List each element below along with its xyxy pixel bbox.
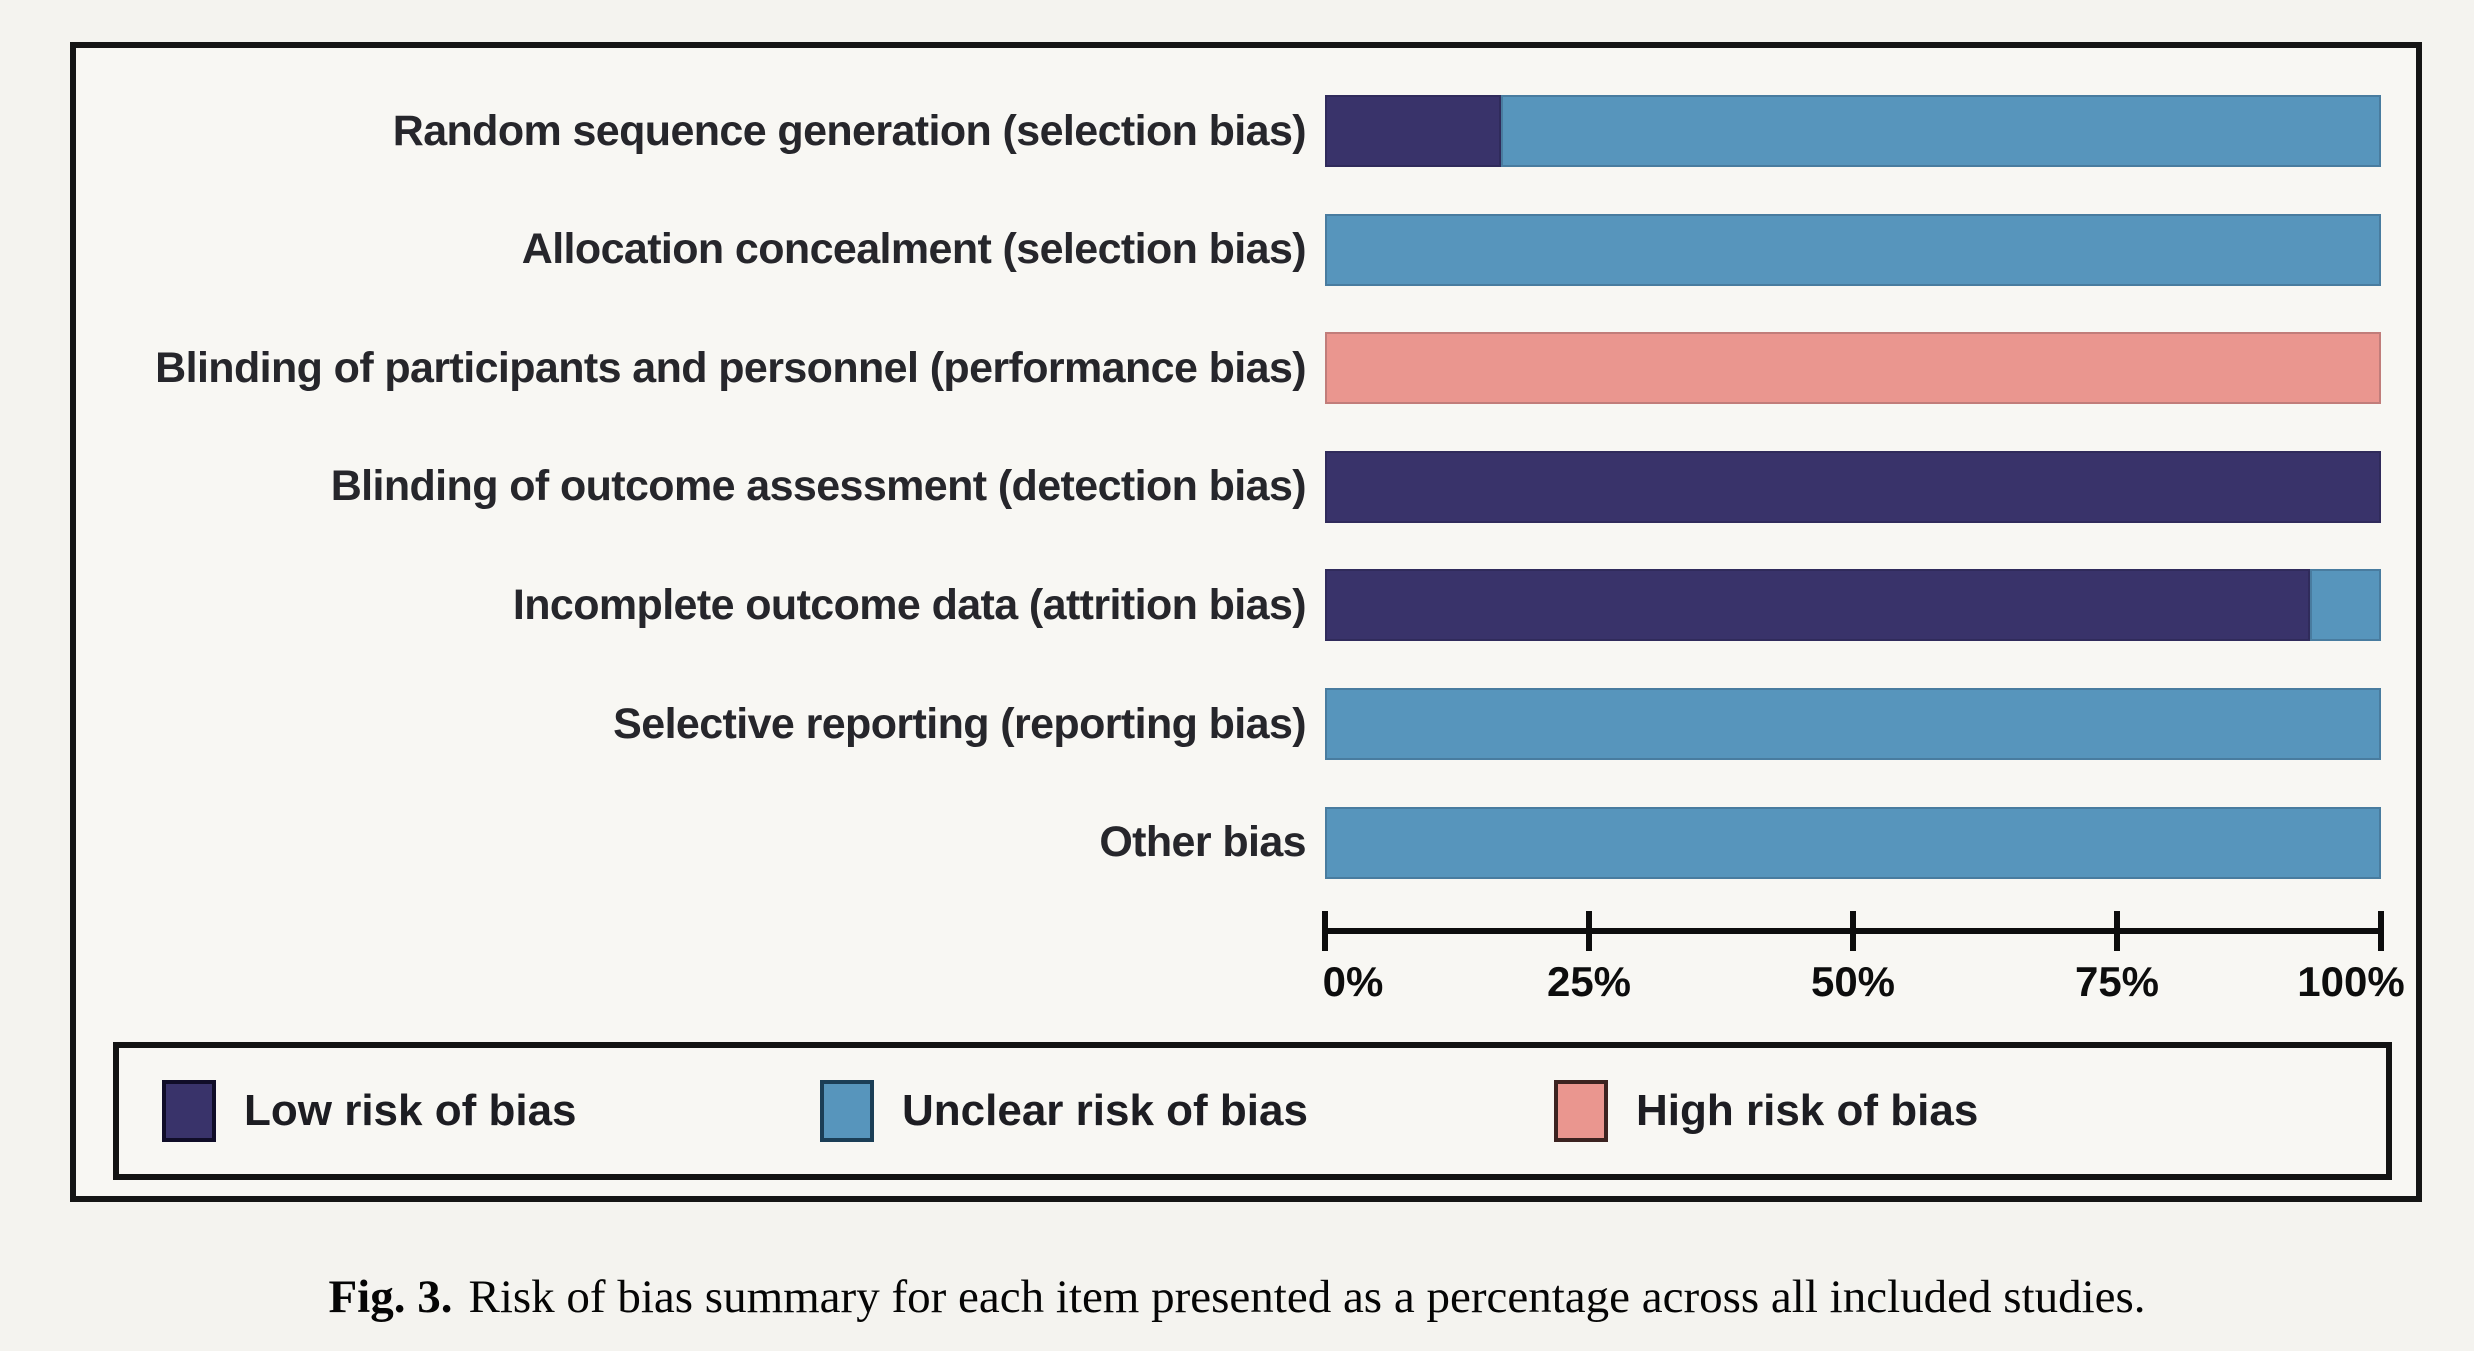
figure-frame: Random sequence generation (selection bi… (70, 42, 2422, 1202)
x-axis: 0% 25% 50% 75% 100% (1322, 911, 2405, 1021)
row-label: Incomplete outcome data (attrition bias) (512, 580, 1307, 629)
bar-track (1325, 688, 2381, 760)
caption-figure-number: Fig. 3. (328, 1271, 453, 1323)
bar-segment-low-risk-of-bias (1325, 569, 2311, 642)
axis-tick (1322, 911, 1328, 951)
legend-label-high: High risk of bias (1636, 1086, 1979, 1135)
chart-row: Blinding of participants and personnel (… (76, 332, 2416, 405)
axis-tick (2378, 911, 2384, 951)
bar-segment-unclear-risk-of-bias (2310, 569, 2381, 642)
chart-row: Allocation concealment (selection bias) (76, 213, 2416, 286)
bar-segment-unclear-risk-of-bias (1325, 688, 2381, 760)
chart-row: Other bias (76, 806, 2416, 879)
bar-track (1325, 213, 2381, 286)
axis-tick-label: 0% (1322, 958, 1384, 1005)
unclear-risk-swatch (820, 1080, 874, 1142)
row-label: Selective reporting (reporting bias) (613, 699, 1306, 748)
axis-tick-label: 25% (1546, 958, 1632, 1005)
bar-segment-unclear-risk-of-bias (1501, 95, 2381, 167)
chart-row: Blinding of outcome assessment (detectio… (76, 450, 2416, 523)
chart-row: Incomplete outcome data (attrition bias) (76, 569, 2416, 642)
low-risk-swatch (162, 1080, 216, 1142)
axis-tick-label: 75% (2074, 958, 2160, 1005)
bar-track (1325, 450, 2381, 523)
bar-segment-low-risk-of-bias (1325, 95, 1502, 167)
bar-segment-unclear-risk-of-bias (1325, 213, 2381, 286)
axis-tick (1586, 911, 1592, 951)
legend-label-low: Low risk of bias (244, 1086, 577, 1135)
chart-row: Random sequence generation (selection bi… (76, 95, 2416, 167)
bar-rows: Random sequence generation (selection bi… (76, 48, 2416, 948)
legend-item-high: High risk of bias (1554, 1048, 1978, 1174)
axis-tick-label: 100% (2297, 958, 2405, 1005)
legend-box: Low risk of bias Unclear risk of bias Hi… (113, 1042, 2392, 1180)
legend-item-low: Low risk of bias (162, 1048, 577, 1174)
bar-track (1325, 332, 2381, 405)
axis-tick (1850, 911, 1856, 951)
axis-tick (2114, 911, 2120, 951)
bar-segment-low-risk-of-bias (1325, 450, 2381, 523)
bar-track (1325, 569, 2381, 642)
row-label: Random sequence generation (selection bi… (392, 106, 1307, 155)
bar-segment-unclear-risk-of-bias (1325, 806, 2381, 879)
axis-tick-label: 50% (1810, 958, 1896, 1005)
figure-caption: Fig. 3. Risk of bias summary for each ite… (0, 1270, 2474, 1324)
legend-item-unclear: Unclear risk of bias (820, 1048, 1308, 1174)
row-label: Other bias (1099, 818, 1306, 867)
row-label: Allocation concealment (selection bias) (521, 225, 1307, 274)
bar-segment-high-risk-of-bias (1325, 332, 2381, 405)
legend-label-unclear: Unclear risk of bias (902, 1086, 1308, 1135)
row-label: Blinding of participants and personnel (… (155, 343, 1306, 392)
bar-track (1325, 806, 2381, 879)
row-label: Blinding of outcome assessment (detectio… (330, 462, 1307, 511)
bar-track (1325, 95, 2381, 167)
chart-row: Selective reporting (reporting bias) (76, 688, 2416, 760)
caption-text: Risk of bias summary for each item prese… (468, 1271, 2146, 1323)
high-risk-swatch (1554, 1080, 1608, 1142)
